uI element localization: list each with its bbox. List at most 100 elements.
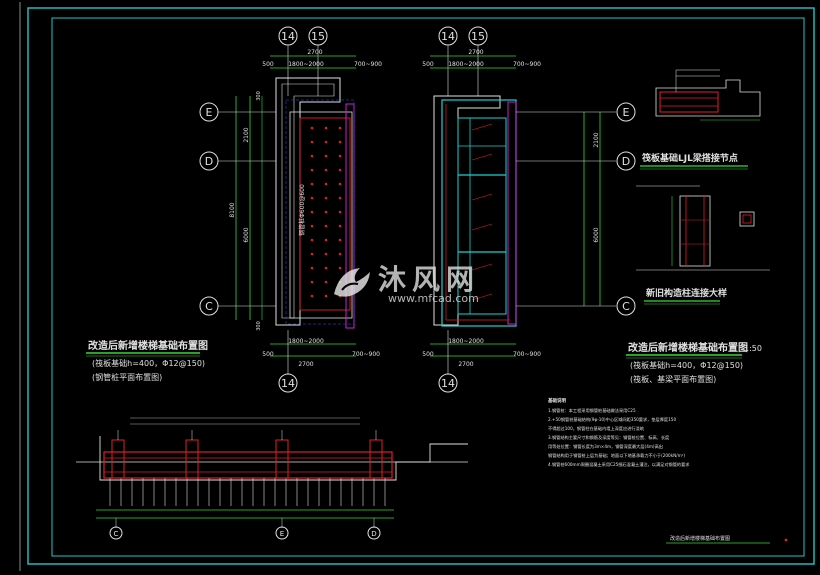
pile-dot — [324, 154, 328, 158]
dim-text: 500 — [262, 61, 274, 68]
dim-text: 2700 — [298, 361, 313, 368]
pile-dot — [338, 168, 342, 172]
section-title-block: 改造后新增楼梯基础布置图 — [666, 535, 788, 544]
axis-label: 14 — [441, 377, 455, 390]
axis-bubble-14-top: 14 — [278, 26, 298, 46]
pile-dot — [324, 196, 328, 200]
axis-label: D — [622, 155, 630, 168]
pile-dot — [338, 224, 342, 228]
foundation-section: C E D — [76, 417, 468, 540]
axis-bubble-15-top: 15 — [308, 26, 328, 46]
axis-label: 15 — [471, 30, 485, 43]
pile-dot — [310, 238, 314, 242]
beam-leader — [471, 123, 493, 131]
sheet-frame — [19, 2, 815, 571]
pile-dot — [310, 168, 314, 172]
dim-text: 300 — [256, 91, 262, 101]
beam-leader — [471, 293, 493, 301]
dim-text: 700~900 — [354, 61, 382, 68]
pile-dot — [310, 210, 314, 214]
pile-grid — [310, 126, 342, 298]
pile-dot — [338, 182, 342, 186]
beam-leader — [471, 223, 493, 231]
dim-text: 300 — [256, 321, 262, 331]
axis-bubble-E-right: E — [616, 102, 636, 122]
notes-heading: 基础说明 — [548, 397, 566, 404]
pile-dot — [310, 140, 314, 144]
plan-left-title: 改造后新增楼梯基础布置图 — [88, 339, 208, 352]
pile-dot — [324, 294, 328, 298]
dim-text: 2700 — [468, 49, 483, 56]
plan-right-title: 改造后新增楼梯基础布置图 — [628, 341, 748, 354]
note-line: 4.钢管桩600mm周圈混凝土采用C25细石混凝土灌注，以满足对钢管的要求 — [548, 461, 690, 468]
dim-text: 500 — [262, 351, 274, 358]
axis-label: 15 — [311, 30, 325, 43]
axis-bubble-E-bottom: E — [275, 526, 289, 540]
dim-text: 1800~2000 — [448, 338, 484, 345]
dim-text: 2700 — [458, 361, 473, 368]
axis-bubble-14-bottom: 14 — [278, 373, 298, 393]
axis-label: E — [623, 106, 630, 119]
detail2-title: 新旧构造柱连接大样 — [646, 287, 727, 299]
note-line: 用等处位置：钢管长度为3m×4m，钢管深度最大层(4m)高出 — [548, 443, 663, 450]
note-line: 2.+50钢管桩基础结构(9φ-10)中心区域间距350要求，垫层厚度150 — [548, 416, 676, 423]
plan-right-sub2: (筏板、基梁平面布置图) — [630, 374, 716, 384]
axis-label: 14 — [281, 30, 295, 43]
pile-dot — [310, 224, 314, 228]
axis-label: C — [114, 530, 119, 538]
beam-labels — [471, 123, 493, 301]
pile-dot — [310, 294, 314, 298]
dim-text: 2100 — [243, 127, 250, 142]
watermark-url: www.mfcad.com — [388, 292, 479, 305]
axis-label: C — [205, 300, 213, 313]
pile-dot — [310, 126, 314, 130]
pile-dot — [310, 154, 314, 158]
left-plan: 14 15 2700 500 1800~2000 700~900 钢管桩Φ600… — [86, 26, 382, 393]
pile-dot — [310, 196, 314, 200]
pile-dot — [338, 210, 342, 214]
pile-dot — [338, 266, 342, 270]
axis-label: C — [622, 300, 630, 313]
dim-text: 1800~2000 — [448, 61, 484, 68]
plan-left-sub1: (筏板基础h=400，Φ12@150) — [92, 358, 205, 368]
axis-bubble-C-right: C — [616, 296, 636, 316]
pile-dot — [310, 252, 314, 256]
beam-leader — [471, 193, 493, 201]
axis-label: D — [205, 155, 213, 168]
pile-note: 钢管桩Φ600@600 — [298, 184, 306, 236]
detail1-title: 筏板基础LJL梁搭接节点 — [641, 152, 738, 164]
dim-text: 1800~2000 — [288, 338, 324, 345]
section-columns — [111, 430, 383, 479]
dim-text: 6000 — [243, 227, 250, 242]
pile-dot — [338, 238, 342, 242]
dim-text: 700~900 — [352, 351, 380, 358]
axis-label: 14 — [281, 377, 295, 390]
dim-text: 6000 — [593, 227, 600, 242]
detail-column-joint: 新旧构造柱连接大样 — [636, 185, 770, 305]
right-plan: 14 15 2700 500 1800~2000 700~900 500 180… — [422, 26, 762, 393]
watermark-brand: 沐风网 — [378, 263, 481, 296]
dim-text: 700~900 — [513, 351, 541, 358]
pile-dot — [324, 224, 328, 228]
axis-bubble-C-bottom: C — [109, 526, 123, 540]
pile-dot — [324, 182, 328, 186]
plan-right-scale: 1:50 — [744, 344, 762, 353]
pile-lines — [109, 478, 386, 506]
pile-dot — [338, 252, 342, 256]
dim-text: 1800~2000 — [288, 61, 324, 68]
axis-bubble-D-right: D — [616, 151, 636, 171]
axis-bubble-14-bottom-r: 14 — [438, 373, 458, 393]
axis-bubble-14-top-r: 14 — [438, 26, 458, 46]
pile-dot — [324, 140, 328, 144]
dim-text: 2100 — [593, 132, 600, 147]
note-line: 钢管结构用于钢管桩上层为基础；地面以下地基承载力不小于(200kN/m²) — [548, 452, 685, 459]
pile-dot — [324, 126, 328, 130]
plan-left-sub2: (钢管桩平面布置图) — [92, 372, 162, 382]
pile-dot — [324, 168, 328, 172]
note-line: 3.钢管结构主要尺寸和钢筋及深度等见：钢管桩位置、标高、长度 — [548, 434, 670, 441]
axis-bubble-15-top-r: 15 — [468, 26, 488, 46]
beam-leader — [471, 153, 493, 161]
pile-dot — [324, 252, 328, 256]
